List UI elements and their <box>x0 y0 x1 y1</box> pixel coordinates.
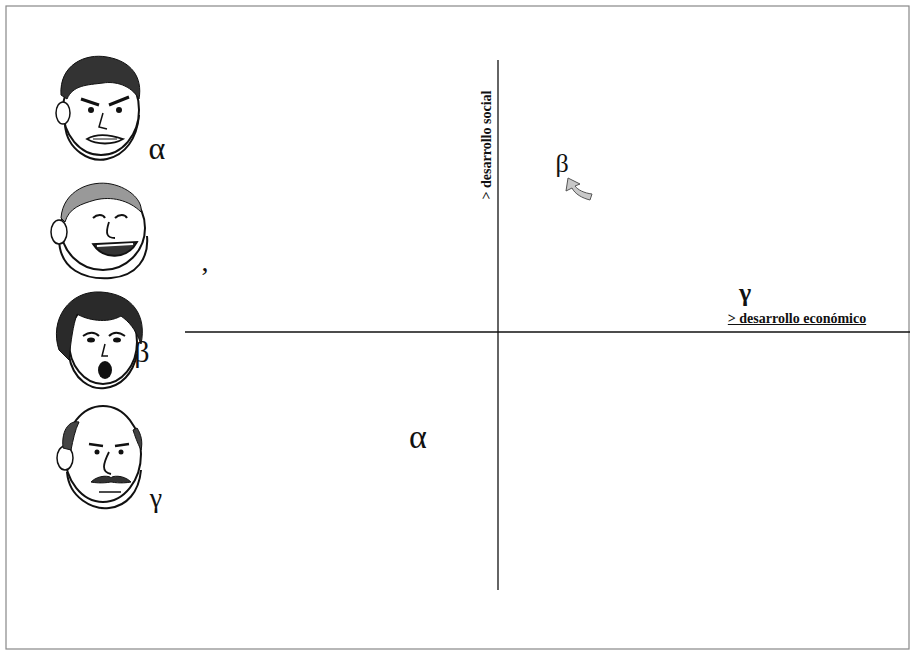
face-label: β <box>134 337 149 367</box>
bald-face <box>57 406 142 508</box>
angry-face <box>56 56 140 159</box>
movement-arrow <box>566 178 592 200</box>
face-label: γ <box>150 484 162 512</box>
social-axis <box>497 60 498 590</box>
woman-face <box>56 292 142 388</box>
axis-label: > desarrollo económico <box>728 312 866 326</box>
face-label: α <box>149 132 166 164</box>
frame <box>6 6 909 649</box>
economic-axis <box>185 331 910 332</box>
axis-label: > desarrollo social <box>480 91 494 200</box>
laughing-face <box>51 183 147 278</box>
position-marker: β <box>555 151 568 177</box>
position-marker: α <box>409 420 427 454</box>
face-label: , <box>202 248 209 276</box>
position-marker: γ <box>739 280 751 306</box>
